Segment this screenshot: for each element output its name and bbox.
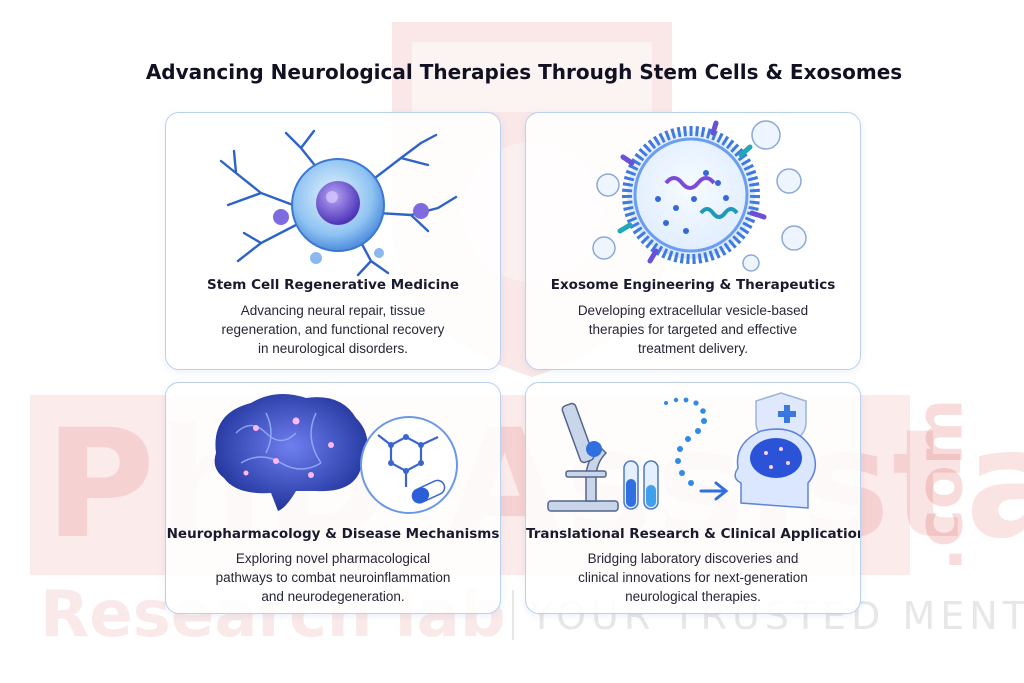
card-exosome: Exosome Engineering & Therapeutics Devel…: [525, 112, 861, 370]
card-title: Exosome Engineering & Therapeutics: [550, 277, 836, 293]
card-description: Advancing neural repair, tissue regenera…: [221, 303, 445, 356]
page-title: Advancing Neurological Therapies Through…: [145, 60, 903, 84]
card-title: Translational Research & Clinical Applic…: [526, 526, 861, 542]
card-description: Exploring novel pharmacological pathways…: [215, 551, 451, 604]
card-stem-cell: Stem Cell Regenerative Medicine Advancin…: [165, 112, 501, 370]
watermark-divider: [512, 590, 514, 640]
microscope-head-icon: [547, 392, 817, 512]
brain-molecule-icon: [214, 394, 458, 514]
watermark-domain: .com: [903, 398, 977, 572]
card-description: Developing extracellular vesicle-based t…: [577, 303, 809, 356]
exosome-icon: [592, 120, 807, 272]
card-neuropharmacology: Neuropharmacology & Disease Mechanisms E…: [165, 382, 501, 614]
card-title: Neuropharmacology & Disease Mechanisms: [166, 526, 500, 542]
card-description: Bridging laboratory discoveries and clin…: [578, 551, 808, 604]
stem-cell-icon: [219, 129, 458, 277]
card-title: Stem Cell Regenerative Medicine: [206, 277, 460, 293]
card-translational-research: Translational Research & Clinical Applic…: [525, 382, 861, 614]
